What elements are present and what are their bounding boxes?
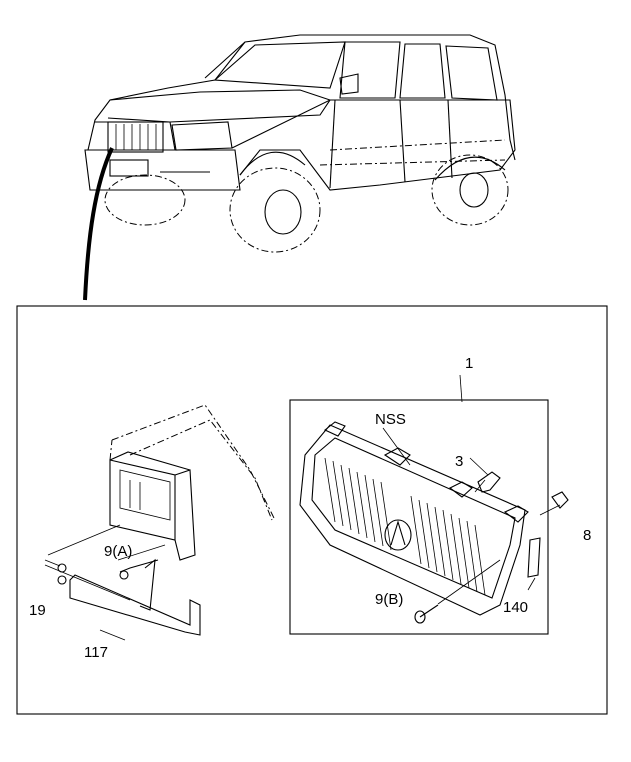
grille-frame: [289, 399, 549, 635]
detail-frame: [16, 305, 608, 715]
callout-part-117: 117: [84, 644, 108, 661]
vehicle-illustration: [83, 34, 516, 301]
callout-part-140: 140: [503, 599, 528, 616]
callout-part-9b: 9(B): [375, 591, 403, 608]
grille-louvres: [324, 457, 486, 596]
callout-nss: NSS: [375, 411, 406, 428]
callout-assembly: 1: [465, 355, 473, 372]
lamp-bracket-assembly: [44, 404, 276, 641]
emblem-icon: [384, 519, 412, 551]
callout-part-19: 19: [29, 602, 46, 619]
callout-part-9a: 9(A): [104, 543, 132, 560]
callout-part-3: 3: [455, 453, 463, 470]
grille-assembly: [299, 374, 569, 624]
callout-part-8: 8: [583, 527, 591, 544]
